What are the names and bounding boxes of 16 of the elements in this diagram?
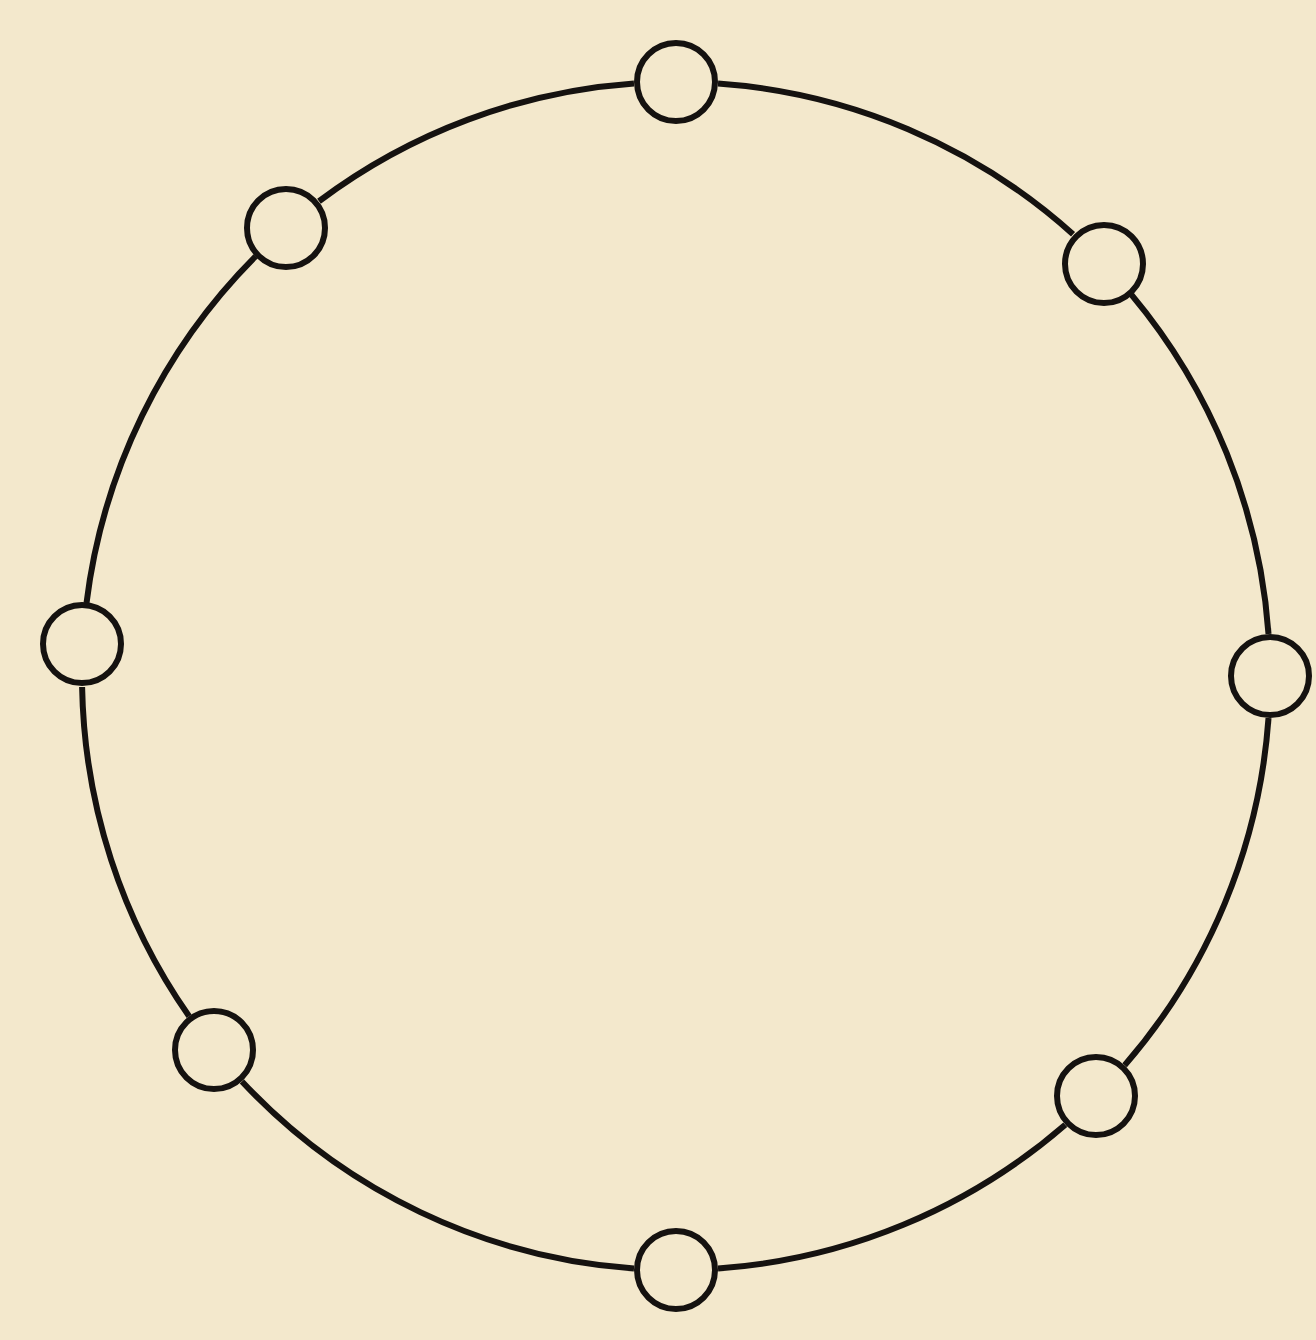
ring-arc (239, 1079, 635, 1272)
ring-node-circle (40, 602, 125, 687)
ring-node-circle (634, 1228, 718, 1312)
ring-arc (79, 686, 192, 1018)
ring-arc (83, 254, 258, 604)
ring-arc (1128, 292, 1272, 635)
ring-arc (317, 80, 635, 204)
ring-node-circle (1228, 634, 1312, 718)
ring-arc (717, 1122, 1068, 1272)
ring-arc (717, 80, 1075, 237)
ring-node-circle (244, 185, 329, 270)
ring-node-circle (634, 40, 718, 124)
ring-node-circle (1054, 1054, 1138, 1138)
ring-arc (1122, 717, 1272, 1068)
ring-node-circle (172, 1007, 257, 1092)
ring-node-circle (1061, 221, 1146, 306)
